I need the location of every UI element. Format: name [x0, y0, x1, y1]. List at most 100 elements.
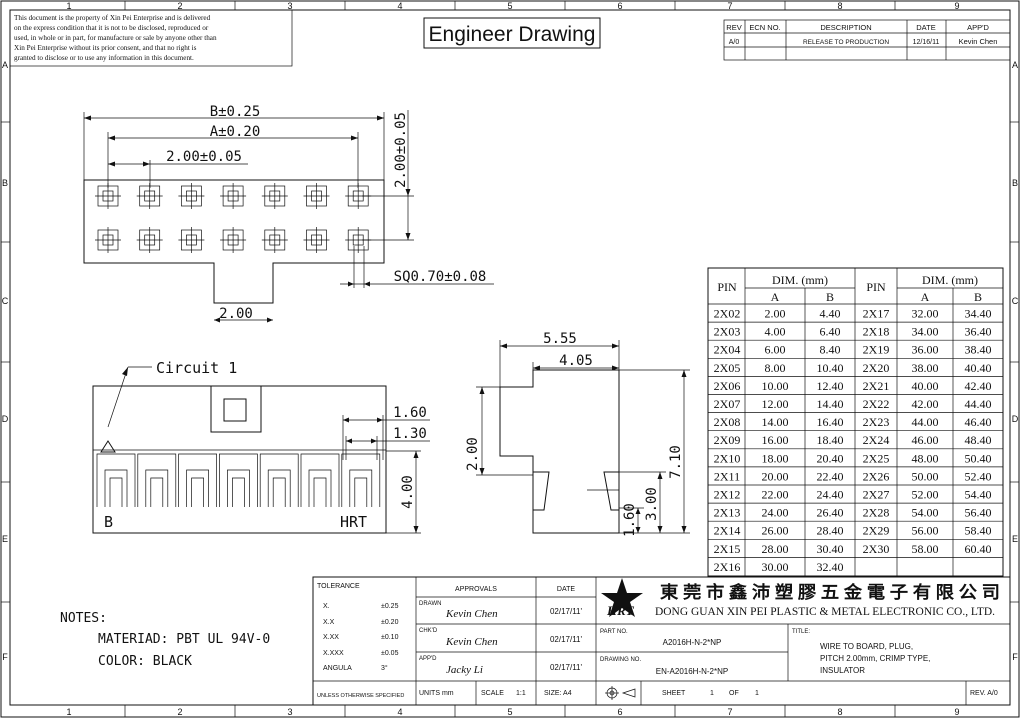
table-cell: 30.40 [817, 542, 844, 556]
pin-square-r1-c5 [261, 183, 288, 209]
table-cell: 26.40 [817, 506, 844, 520]
table-cell: 60.40 [965, 542, 992, 556]
front-slots [96, 453, 381, 507]
table-cell: 50.40 [965, 451, 992, 465]
pin-square-r2-c3 [178, 227, 205, 253]
tolerance-footer: UNLESS OTHERWISE SPECIFIED [317, 693, 404, 699]
zone-col-bottom-5: 5 [507, 707, 512, 717]
checked-signature: Kevin Chen [445, 636, 498, 648]
table-cell: 6.40 [820, 325, 841, 339]
pin-square-r2-c6 [303, 227, 330, 253]
notes-color: COLOR: BLACK [98, 654, 192, 669]
table-cell: 4.00 [765, 325, 786, 339]
circuit-1-triangle [100, 440, 116, 453]
notes: NOTES: MATERIAD: PBT UL 94V-0 COLOR: BLA… [60, 611, 270, 669]
front-slot-5 [259, 453, 299, 507]
drawing-no-label: DRAWING NO. [600, 657, 641, 663]
table-cell: 2X15 [714, 542, 741, 556]
front-slot-4 [219, 453, 258, 507]
part-no-value: A2016H-N-2*NP [663, 638, 722, 647]
tolerance-row-2-key: X.X [323, 619, 335, 626]
rev-header-description: DESCRIPTION [820, 23, 871, 32]
table-cell: 2X17 [863, 307, 890, 321]
table-cell: 12.00 [762, 397, 789, 411]
dim-front-3-label: 4.00 [400, 475, 416, 509]
zone-row-left-d: D [2, 414, 9, 424]
table-cell: 2X23 [863, 415, 890, 429]
table-cell: 8.00 [765, 361, 786, 375]
tolerance-row-1-value: ±0.25 [381, 603, 399, 610]
table-cell: 24.40 [817, 488, 844, 502]
title-block: TOLERANCE X. ±0.25 X.X ±0.20 X.XX ±0.10 … [312, 576, 1011, 706]
disclaimer-line-3: used, in whole or in part, for manufactu… [14, 34, 217, 42]
tolerance-heading: TOLERANCE [317, 583, 360, 590]
table-cell: 18.00 [762, 451, 789, 465]
zone-columns: 1 2 3 4 5 6 7 8 9 1 2 3 4 5 6 7 8 9 [66, 1, 960, 717]
pin-square-r2-c4 [220, 227, 247, 253]
dim-square-label: SQ0.70±0.08 [394, 269, 487, 285]
zone-col-bottom-3: 3 [287, 707, 292, 717]
table-cell: 56.40 [965, 506, 992, 520]
table-cell: 54.00 [912, 506, 939, 520]
dim-height-label: 2.00±0.05 [393, 112, 409, 188]
part-title-line-1: WIRE TO BOARD, PLUG, [820, 642, 913, 651]
table-cell: 10.00 [762, 379, 789, 393]
table-header-a-left: A [771, 290, 780, 304]
table-cell: 36.00 [912, 343, 939, 357]
dim-b-label: B±0.25 [210, 104, 261, 120]
table-header-b-right: B [974, 290, 982, 304]
front-slot-1 [96, 453, 136, 507]
sheet-label: SHEET [662, 690, 686, 697]
revision-table: REV ECN NO. DESCRIPTION DATE APP'D A/0 R… [723, 19, 1011, 61]
side-view-left-clip [533, 471, 550, 511]
tolerance-row-5-value: 3° [381, 664, 388, 672]
zone-row-right-b: B [1012, 178, 1018, 188]
dim-front-2-label: 1.30 [393, 426, 427, 442]
zone-row-right-c: C [1012, 296, 1019, 306]
table-cell: 52.40 [965, 469, 992, 483]
table-cell: 2X22 [863, 397, 890, 411]
table-cell: 34.40 [965, 307, 992, 321]
drawn-signature: Kevin Chen [445, 608, 498, 620]
notes-heading: NOTES: [60, 611, 107, 626]
zone-col-top-4: 4 [397, 1, 402, 11]
table-cell: 2X04 [714, 343, 741, 357]
company-name-chinese: 東 莞 市 鑫 沛 塑 膠 五 金 電 子 有 限 公 司 [660, 582, 1000, 602]
company-logo: HRT [601, 578, 643, 618]
table-cell: 2X25 [863, 451, 890, 465]
table-cell: 58.40 [965, 524, 992, 538]
approvals-heading: APPROVALS [455, 586, 497, 593]
dim-front-1-label: 1.60 [393, 405, 427, 421]
table-cell: 22.00 [762, 488, 789, 502]
table-cell: 38.00 [912, 361, 939, 375]
zone-row-right-a: A [1012, 60, 1018, 70]
tolerance-row-4-value: ±0.05 [381, 650, 399, 657]
zone-row-left-a: A [2, 60, 8, 70]
disclaimer-box: This document is the property of Xin Pei… [9, 9, 293, 67]
table-cell: 10.40 [817, 361, 844, 375]
table-cell: 14.00 [762, 415, 789, 429]
table-cell: 46.00 [912, 433, 939, 447]
zone-row-left-f: F [2, 652, 8, 662]
drawn-date: 02/17/11' [550, 607, 583, 616]
table-cell: 52.00 [912, 488, 939, 502]
table-header-pin-left: PIN [717, 280, 737, 294]
zone-row-right-f: F [1012, 652, 1018, 662]
table-cell: 2X11 [714, 469, 740, 483]
units-label: UNITS mm [419, 690, 454, 697]
side-view-right-clip [603, 471, 619, 511]
dim-tab-arrows [214, 317, 273, 323]
approvals-date-heading: DATE [557, 586, 575, 593]
table-cell: 58.00 [912, 542, 939, 556]
pin-square-r2-c2 [136, 227, 163, 253]
table-cell: 28.40 [817, 524, 844, 538]
table-cell: 2X07 [714, 397, 741, 411]
